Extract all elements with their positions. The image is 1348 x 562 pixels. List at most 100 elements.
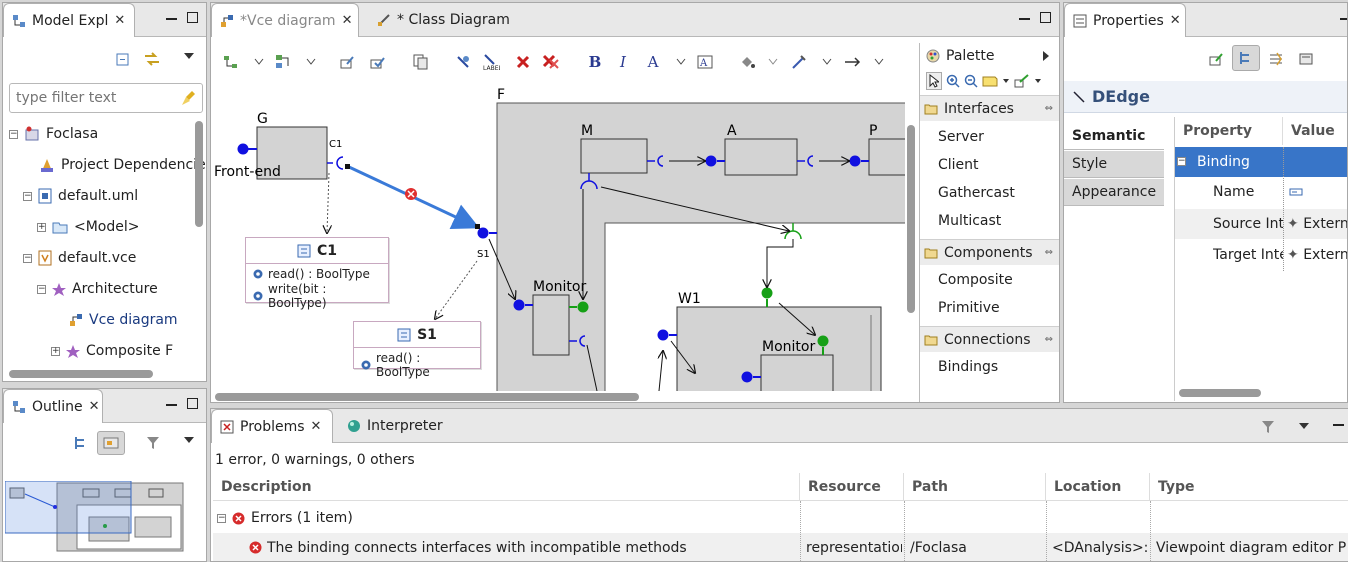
tree-item-default-uml[interactable]: − default.uml [23, 181, 138, 211]
palette-group-connections[interactable]: Connections ⇔ [920, 326, 1059, 352]
pin-icon[interactable] [337, 53, 357, 71]
palette-item-gathercast[interactable]: Gathercast [938, 185, 1015, 201]
column-header-property[interactable]: Property [1175, 117, 1283, 145]
component-g[interactable] [256, 126, 328, 180]
pin-icon[interactable]: ⇔ [1044, 103, 1053, 114]
dropdown-arrow-icon[interactable] [249, 53, 269, 71]
property-row-target-interface[interactable]: Target Inte ✦ Extern [1175, 240, 1347, 270]
tab-outline[interactable]: Outline ✕ [3, 389, 103, 423]
side-tab-appearance[interactable]: Appearance [1064, 179, 1164, 206]
hide-label-icon[interactable]: LABEL [481, 53, 501, 71]
collapse-toggle-icon[interactable]: − [217, 512, 226, 523]
tab-interpreter[interactable]: Interpreter [339, 409, 443, 443]
problem-row[interactable]: The binding connects interfaces with inc… [213, 533, 1348, 561]
tab-class-diagram[interactable]: * Class Diagram [369, 3, 519, 37]
palette-item-bindings[interactable]: Bindings [938, 359, 999, 375]
minimize-icon[interactable] [1333, 418, 1344, 426]
restore-defaults-icon[interactable] [1298, 51, 1314, 67]
font-color-icon[interactable]: A [647, 53, 659, 71]
tab-model-explorer[interactable]: Model Expl ✕ [3, 3, 135, 37]
view-menu-icon[interactable] [183, 51, 195, 61]
property-value[interactable]: ✦ Extern [1287, 209, 1347, 239]
component-monitor1[interactable] [532, 294, 570, 356]
arrange-all-icon[interactable] [221, 53, 241, 71]
clear-filter-icon[interactable] [180, 89, 198, 107]
arrow-style-icon[interactable] [843, 53, 863, 71]
palette-group-components[interactable]: Components ⇔ [920, 239, 1059, 265]
pin-icon[interactable]: ⇔ [1044, 334, 1053, 345]
maximize-icon[interactable] [187, 12, 198, 23]
dropdown-arrow-icon[interactable] [763, 53, 783, 71]
minimize-icon[interactable] [1340, 12, 1347, 20]
property-row-name[interactable]: Name [1175, 177, 1347, 207]
close-icon[interactable]: ✕ [341, 13, 353, 28]
select-tool-icon[interactable] [926, 72, 942, 90]
show-categories-icon[interactable] [1232, 45, 1260, 71]
font-dialog-icon[interactable]: A [695, 53, 715, 71]
tab-vce-diagram[interactable]: *Vce diagram ✕ [211, 3, 359, 37]
component-monitor2[interactable] [760, 354, 834, 391]
component-p[interactable] [868, 138, 905, 176]
palette-item-composite[interactable]: Composite [938, 272, 1013, 288]
column-header-resource[interactable]: Resource [800, 473, 904, 501]
show-advanced-icon[interactable] [1268, 51, 1284, 67]
column-header-description[interactable]: Description [213, 473, 800, 501]
zoom-out-icon[interactable] [964, 74, 978, 88]
column-header-value[interactable]: Value [1291, 123, 1335, 139]
port-w1-green[interactable] [761, 287, 773, 299]
italic-icon[interactable]: I [620, 53, 626, 71]
copy-format-icon[interactable] [411, 53, 431, 71]
tab-problems[interactable]: Problems ✕ [211, 409, 333, 443]
port-s1[interactable] [477, 227, 489, 239]
port-monitor1-client[interactable] [569, 335, 586, 347]
palette-group-interfaces[interactable]: Interfaces ⇔ [920, 95, 1059, 121]
palette-collapse-icon[interactable] [1042, 50, 1050, 62]
filter-icon[interactable] [1260, 419, 1276, 435]
port-c1[interactable] [327, 156, 344, 170]
collapse-all-icon[interactable] [115, 51, 131, 67]
fill-color-icon[interactable] [737, 53, 757, 71]
problems-group-row[interactable]: − Errors (1 item) [213, 503, 1348, 533]
port-gathercast[interactable] [784, 223, 802, 240]
line-color-icon[interactable] [789, 53, 809, 71]
filter-icon[interactable] [145, 435, 161, 451]
bold-icon[interactable]: B [588, 53, 602, 71]
tree-outline-icon[interactable] [73, 435, 89, 451]
pin-view-icon[interactable] [1208, 51, 1224, 67]
port-monitor2-server[interactable] [741, 371, 753, 383]
palette-item-client[interactable]: Client [938, 157, 979, 173]
column-header-location[interactable]: Location [1046, 473, 1150, 501]
minimize-icon[interactable] [1019, 12, 1030, 20]
maximize-icon[interactable] [1040, 12, 1051, 23]
side-tab-style[interactable]: Style [1064, 151, 1164, 178]
port-monitor1-server[interactable] [513, 299, 525, 311]
tree-item-model[interactable]: + <Model> [37, 212, 140, 242]
close-icon[interactable]: ✕ [1169, 13, 1181, 28]
port-monitor1-green[interactable] [577, 301, 589, 313]
dropdown-arrow-icon[interactable] [1002, 78, 1010, 84]
port-a-server[interactable] [705, 155, 717, 167]
class-box-s1[interactable]: S1 read() : BoolType [353, 321, 481, 379]
view-menu-icon[interactable] [183, 435, 195, 445]
palette-item-multicast[interactable]: Multicast [938, 213, 1002, 229]
component-m[interactable] [580, 138, 648, 174]
overview-outline-icon[interactable] [97, 431, 125, 455]
tree-item-project-dependencies[interactable]: Project Dependencies [39, 150, 206, 180]
canvas-vertical-scrollbar[interactable] [907, 125, 915, 313]
property-horizontal-scrollbar[interactable] [1179, 389, 1261, 397]
select-all-icon[interactable] [273, 53, 293, 71]
port-frontend[interactable] [237, 143, 249, 155]
delete-from-model-icon[interactable] [541, 53, 561, 71]
canvas-horizontal-scrollbar[interactable] [215, 393, 639, 401]
property-value[interactable]: ✦ Extern [1287, 240, 1347, 270]
close-icon[interactable]: ✕ [88, 399, 100, 414]
port-m-client[interactable] [647, 155, 664, 167]
close-icon[interactable]: ✕ [114, 13, 126, 28]
column-header-path[interactable]: Path [904, 473, 1046, 501]
dropdown-arrow-icon[interactable] [671, 53, 691, 71]
tree-item-vce-diagram[interactable]: Vce diagram [69, 305, 178, 335]
side-tab-semantic[interactable]: Semantic [1064, 123, 1164, 150]
dropdown-arrow-icon[interactable] [869, 53, 889, 71]
port-a-client[interactable] [797, 155, 814, 167]
view-menu-icon[interactable] [1298, 421, 1310, 431]
